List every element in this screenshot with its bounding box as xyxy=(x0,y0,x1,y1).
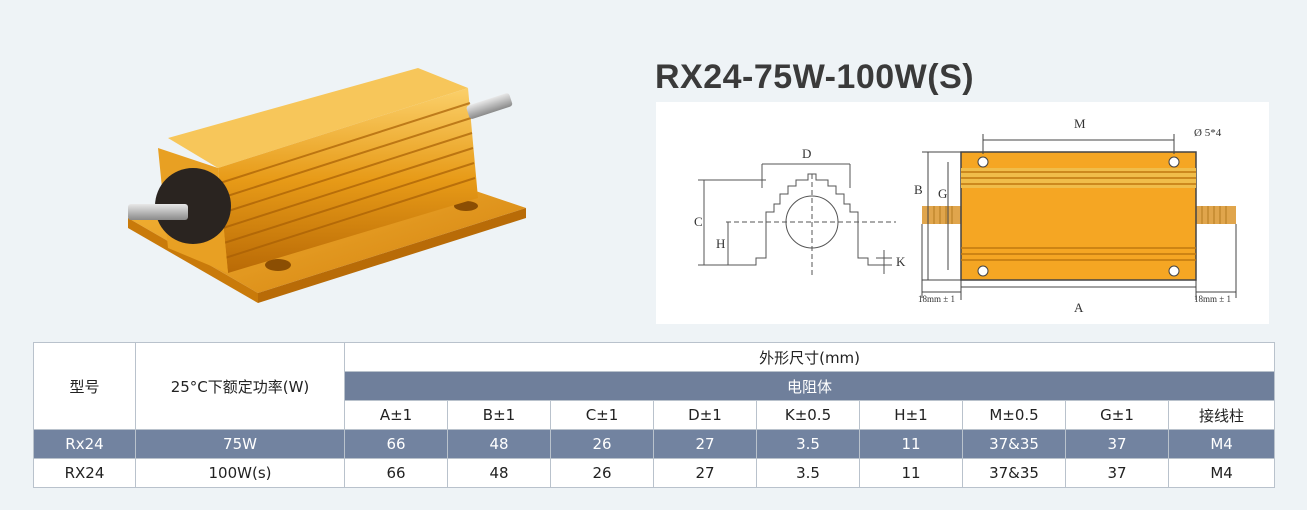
spec-table: 型号 25°C下额定功率(W) 外形尺寸(mm) 电阻体 A±1 B±1 C±1… xyxy=(33,342,1276,488)
header-dimensions: 外形尺寸(mm) xyxy=(343,342,1276,372)
col-header: A±1 xyxy=(344,400,448,430)
cell-value: 37&35 xyxy=(962,429,1066,459)
cell-value: M4 xyxy=(1167,458,1276,488)
cell-value: 37 xyxy=(1065,458,1169,488)
cell-power: 75W xyxy=(135,429,345,459)
cell-model: Rx24 xyxy=(33,429,136,459)
col-header: B±1 xyxy=(447,400,551,430)
col-header: D±1 xyxy=(653,400,757,430)
dim-label-a: A xyxy=(1074,300,1084,315)
col-header: M±0.5 xyxy=(962,400,1066,430)
product-title: RX24-75W-100W(S) xyxy=(655,58,975,96)
col-header: H±1 xyxy=(859,400,963,430)
dim-label-h: H xyxy=(716,236,725,251)
dim-label-g: G xyxy=(938,186,947,201)
dim-label-b: B xyxy=(914,182,923,197)
col-header: K±0.5 xyxy=(756,400,860,430)
product-photo xyxy=(118,58,538,308)
cell-value: 37 xyxy=(1065,429,1169,459)
cell-power: 100W(s) xyxy=(135,458,345,488)
cell-value: 11 xyxy=(859,429,963,459)
cell-value: M4 xyxy=(1167,429,1276,459)
cell-value: 66 xyxy=(344,458,448,488)
column-header-row: A±1 B±1 C±1 D±1 K±0.5 H±1 M±0.5 G±1 接线柱 xyxy=(34,400,1276,430)
dim-label-d: D xyxy=(802,146,811,161)
cell-value: 3.5 xyxy=(756,429,860,459)
table-row: RX24 100W(s) 66 48 26 27 3.5 11 37&35 37… xyxy=(33,458,1276,488)
cell-value: 27 xyxy=(653,429,757,459)
dimension-drawing: D C H K xyxy=(656,102,1269,324)
cell-value: 26 xyxy=(550,458,654,488)
cell-value: 11 xyxy=(859,458,963,488)
col-header: G±1 xyxy=(1065,400,1169,430)
cell-value: 3.5 xyxy=(756,458,860,488)
cell-value: 66 xyxy=(344,429,448,459)
header-body: 电阻体 xyxy=(343,371,1276,401)
cell-value: 48 xyxy=(447,429,551,459)
cell-value: 26 xyxy=(550,429,654,459)
table-row: Rx24 75W 66 48 26 27 3.5 11 37&35 37 M4 xyxy=(33,429,1276,459)
lead-label-left: 18mm ± 1 xyxy=(918,294,955,304)
hole-label: Ø 5*4 xyxy=(1194,127,1222,139)
cell-model: RX24 xyxy=(33,458,136,488)
cell-value: 37&35 xyxy=(962,458,1066,488)
cell-value: 48 xyxy=(447,458,551,488)
header-power: 25°C下额定功率(W) xyxy=(135,342,345,430)
dim-label-k: K xyxy=(896,254,906,269)
col-header: C±1 xyxy=(550,400,654,430)
dim-label-c: C xyxy=(694,214,703,229)
lead-label-right: 18mm ± 1 xyxy=(1194,294,1231,304)
dim-label-m: M xyxy=(1074,116,1086,131)
header-model: 型号 xyxy=(33,342,136,430)
col-header: 接线柱 xyxy=(1167,400,1276,430)
cell-value: 27 xyxy=(653,458,757,488)
